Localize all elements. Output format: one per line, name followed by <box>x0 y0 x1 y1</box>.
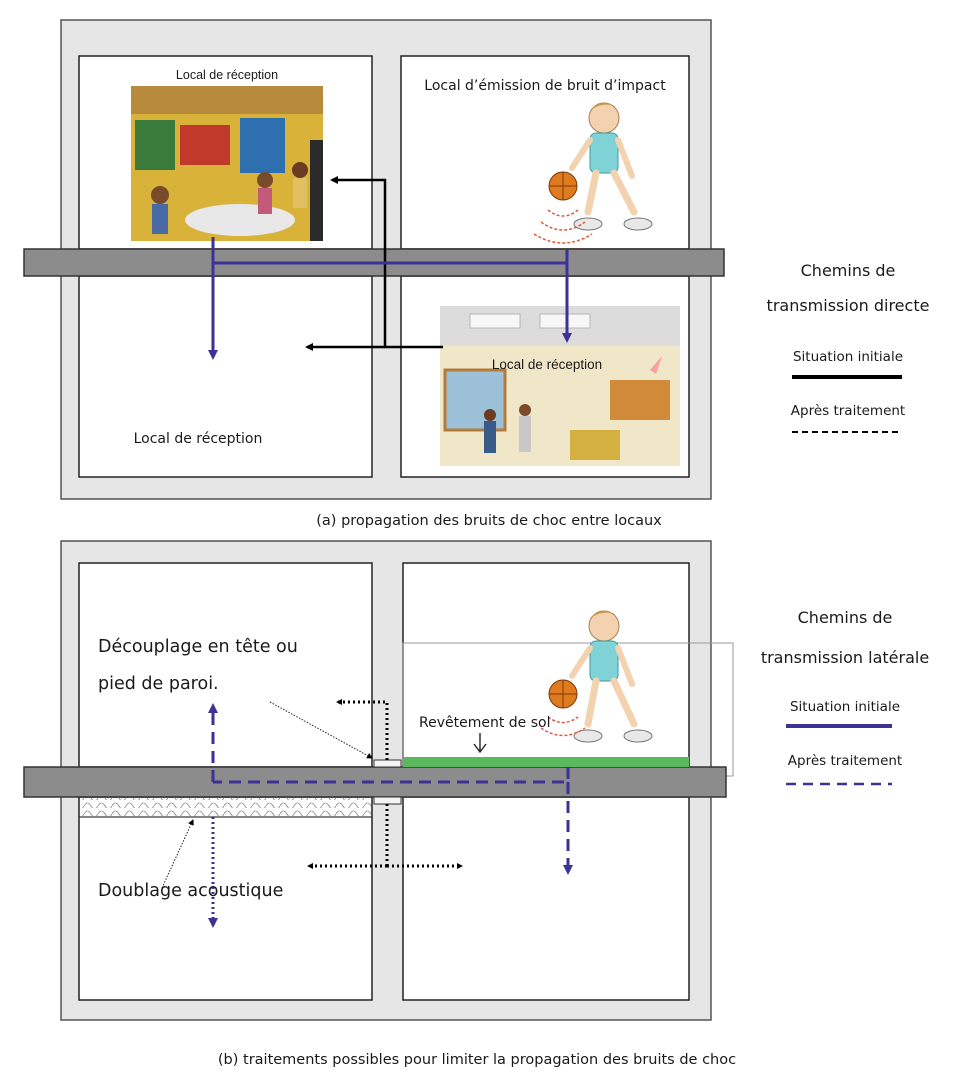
acoustic-lining <box>78 796 373 818</box>
diagram-b: Découplage en tête ou pied de paroi. Rev… <box>23 540 736 1068</box>
decoupling-label-line2: pied de paroi. <box>98 674 219 694</box>
impact-waves-icon-b <box>540 716 586 737</box>
caption-a: (a) propagation des bruits de choc entre… <box>316 513 662 529</box>
office-photo <box>440 306 680 466</box>
top-left-room-label: Local de réception <box>176 68 278 82</box>
room-b-top-left <box>78 562 373 768</box>
basketball-player-icon <box>569 102 653 231</box>
legend-b-title-line2: transmission latérale <box>761 648 929 667</box>
decoupling-leader-line <box>269 701 373 759</box>
room-bottom-left <box>78 275 373 478</box>
caption-b: (b) traitements possibles pour limiter l… <box>218 1052 736 1068</box>
legend-direct: Chemins de transmission directe Situatio… <box>767 261 930 433</box>
basketball-player-icon-b <box>569 610 653 743</box>
floor-covering-label: Revêtement de sol <box>419 715 550 731</box>
floor-covering-pointer <box>473 733 487 754</box>
top-right-room-label: Local d’émission de bruit d’impact <box>424 78 666 94</box>
flanking-transmission-path-a <box>208 237 572 360</box>
flanking-path-after-treatment <box>208 703 573 875</box>
legend-a-title-line1: Chemins de <box>801 261 896 280</box>
legend-a-initial-label: Situation initiale <box>793 349 903 365</box>
room-b-bottom-right <box>402 796 690 1001</box>
decoupling-label-line1: Découplage en tête ou <box>98 637 298 657</box>
legend-flanking: Chemins de transmission latérale Situati… <box>761 608 929 786</box>
bottom-left-room-label: Local de réception <box>134 431 263 447</box>
room-b-bottom-left <box>78 796 373 1001</box>
floor-slab-b <box>23 766 727 798</box>
basketball-icon <box>548 171 578 201</box>
legend-a-after-label: Après traitement <box>791 403 905 419</box>
basketball-icon-b <box>548 679 578 709</box>
legend-b-after-label: Après traitement <box>788 753 902 769</box>
room-top-right <box>400 55 690 250</box>
legend-b-title-line1: Chemins de <box>798 608 893 627</box>
direct-path-after-treatment <box>307 699 463 869</box>
legend-a-title-line2: transmission directe <box>767 296 930 315</box>
legend-b-initial-label: Situation initiale <box>790 699 900 715</box>
impact-waves-icon <box>533 209 593 244</box>
floor-covering <box>403 757 689 767</box>
lining-label: Doublage acoustique <box>98 881 283 901</box>
bottom-right-photo-label: Local de réception <box>492 357 602 372</box>
classroom-photo <box>131 86 323 241</box>
decoupling-pad-top <box>373 759 402 768</box>
decoupling-pad-bottom <box>373 796 402 805</box>
lining-leader-line <box>161 819 194 889</box>
diagram-a: Local de réception Local d’émission de b… <box>23 19 725 529</box>
